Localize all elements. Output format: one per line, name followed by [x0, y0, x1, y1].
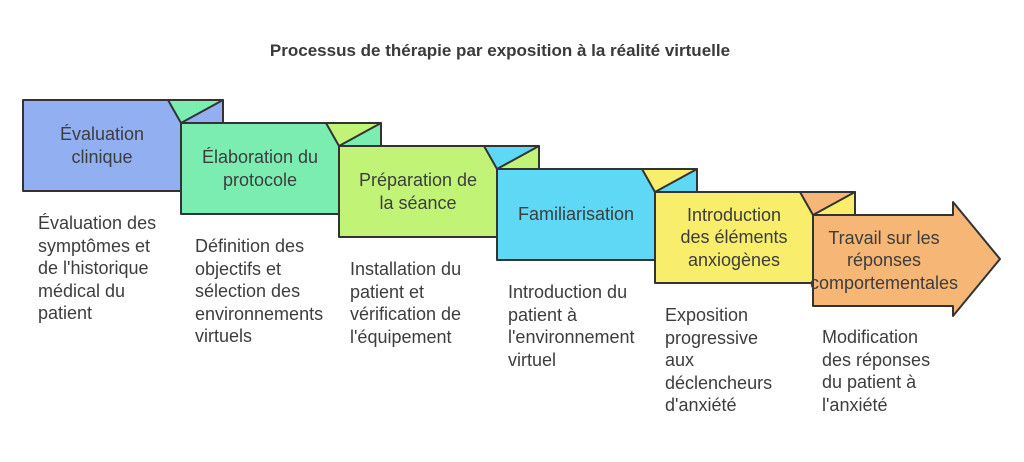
step-2-fold: [167, 99, 224, 124]
diagram-title: Processus de thérapie par exposition à l…: [269, 41, 731, 60]
step-3-description: Installation du patient et vérification …: [350, 259, 462, 347]
step-6-label: Travail sur les réponses comportementale…: [809, 227, 959, 293]
step-5-label: Introduction des éléments anxiogènes: [680, 204, 788, 270]
step-3-fold: [325, 122, 382, 147]
step-5-fold: [641, 168, 698, 193]
step-3-label: Préparation de la séance: [358, 170, 478, 213]
step-1-label: Évaluation clinique: [59, 124, 145, 167]
step-4-description: Introduction du patient à l'environnemen…: [508, 282, 635, 370]
step-6-fold: [799, 191, 856, 216]
step-2-description: Définition des objectifs et sélection de…: [195, 236, 324, 346]
step-4-fold: [483, 145, 540, 170]
step-2-label: Élaboration du protocole: [201, 147, 319, 190]
step-4-label: Familiarisation: [517, 204, 635, 225]
step-6-arrow: [812, 201, 1001, 317]
step-1-description: Évaluation des symptômes et de l'histori…: [38, 213, 157, 323]
step-5-description: Exposition progressive aux déclencheurs …: [665, 305, 773, 415]
step-6-description: Modification des réponses du patient à l…: [822, 327, 931, 415]
